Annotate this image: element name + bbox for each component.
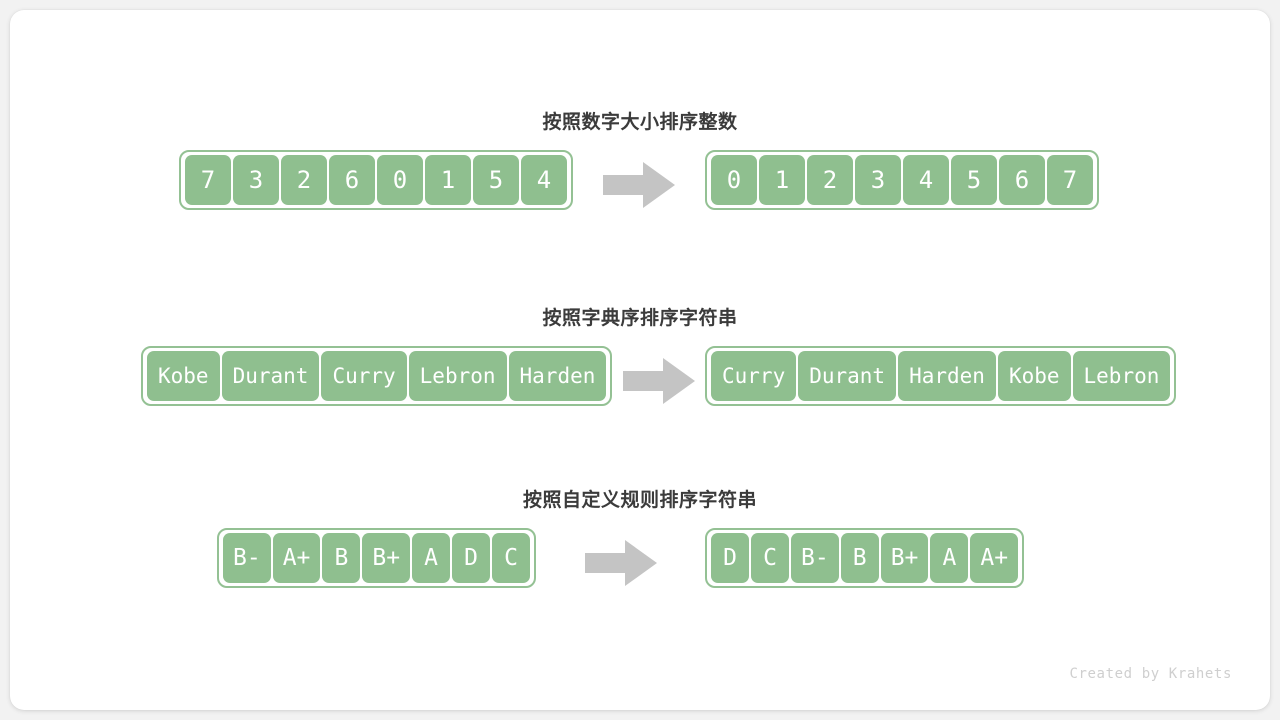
array-cell: 0 [711,155,757,205]
array-cell: B [322,533,361,583]
array-cell: 7 [185,155,231,205]
array-cell: Lebron [1072,351,1171,401]
section-title: 按照自定义规则排序字符串 [522,490,757,511]
section-title: 按照字典序排序字符串 [542,308,738,329]
array-cell: B- [223,533,271,583]
array-cell: 4 [521,155,567,205]
array-cell: A [930,533,969,583]
array-cell: D [711,533,749,583]
array-cell: Curry [321,351,407,401]
array-cell: Kobe [147,351,220,401]
array-cell: 4 [903,155,949,205]
array-cell: Harden [898,351,996,401]
array-cell: 5 [473,155,519,205]
array-cell: 1 [759,155,805,205]
array-cell: C [492,533,531,583]
array-cell: Harden [508,351,607,401]
array-cell: 3 [855,155,901,205]
right-arrow-icon [623,358,695,404]
array-cell: Durant [221,351,320,401]
array-cell: Curry [711,351,797,401]
array-cell: 3 [233,155,279,205]
array-cell: Durant [798,351,897,401]
right-arrow-icon [603,162,675,208]
array-cell: B [840,533,879,583]
array-cell: D [452,533,491,583]
array-cell: B- [791,533,839,583]
array-cell: 5 [951,155,997,205]
array-cell: 0 [377,155,423,205]
array-cell: 6 [329,155,375,205]
array-cell: 2 [281,155,327,205]
array-cell: 1 [425,155,471,205]
array-cell: 2 [807,155,853,205]
array-cell: 6 [999,155,1045,205]
array-cell: A+ [970,533,1019,583]
array-cell: C [751,533,789,583]
array-cell: B+ [880,533,929,583]
section-title: 按照数字大小排序整数 [542,112,738,133]
array-cell: B+ [362,533,411,583]
array-cell: 7 [1047,155,1093,205]
array-cell: A [412,533,451,583]
right-arrow-icon [585,540,657,586]
array-cell: Lebron [408,351,507,401]
array-cell: A+ [272,533,321,583]
array-cell: Kobe [997,351,1071,401]
credit-text: Created by Krahets [1069,666,1232,682]
